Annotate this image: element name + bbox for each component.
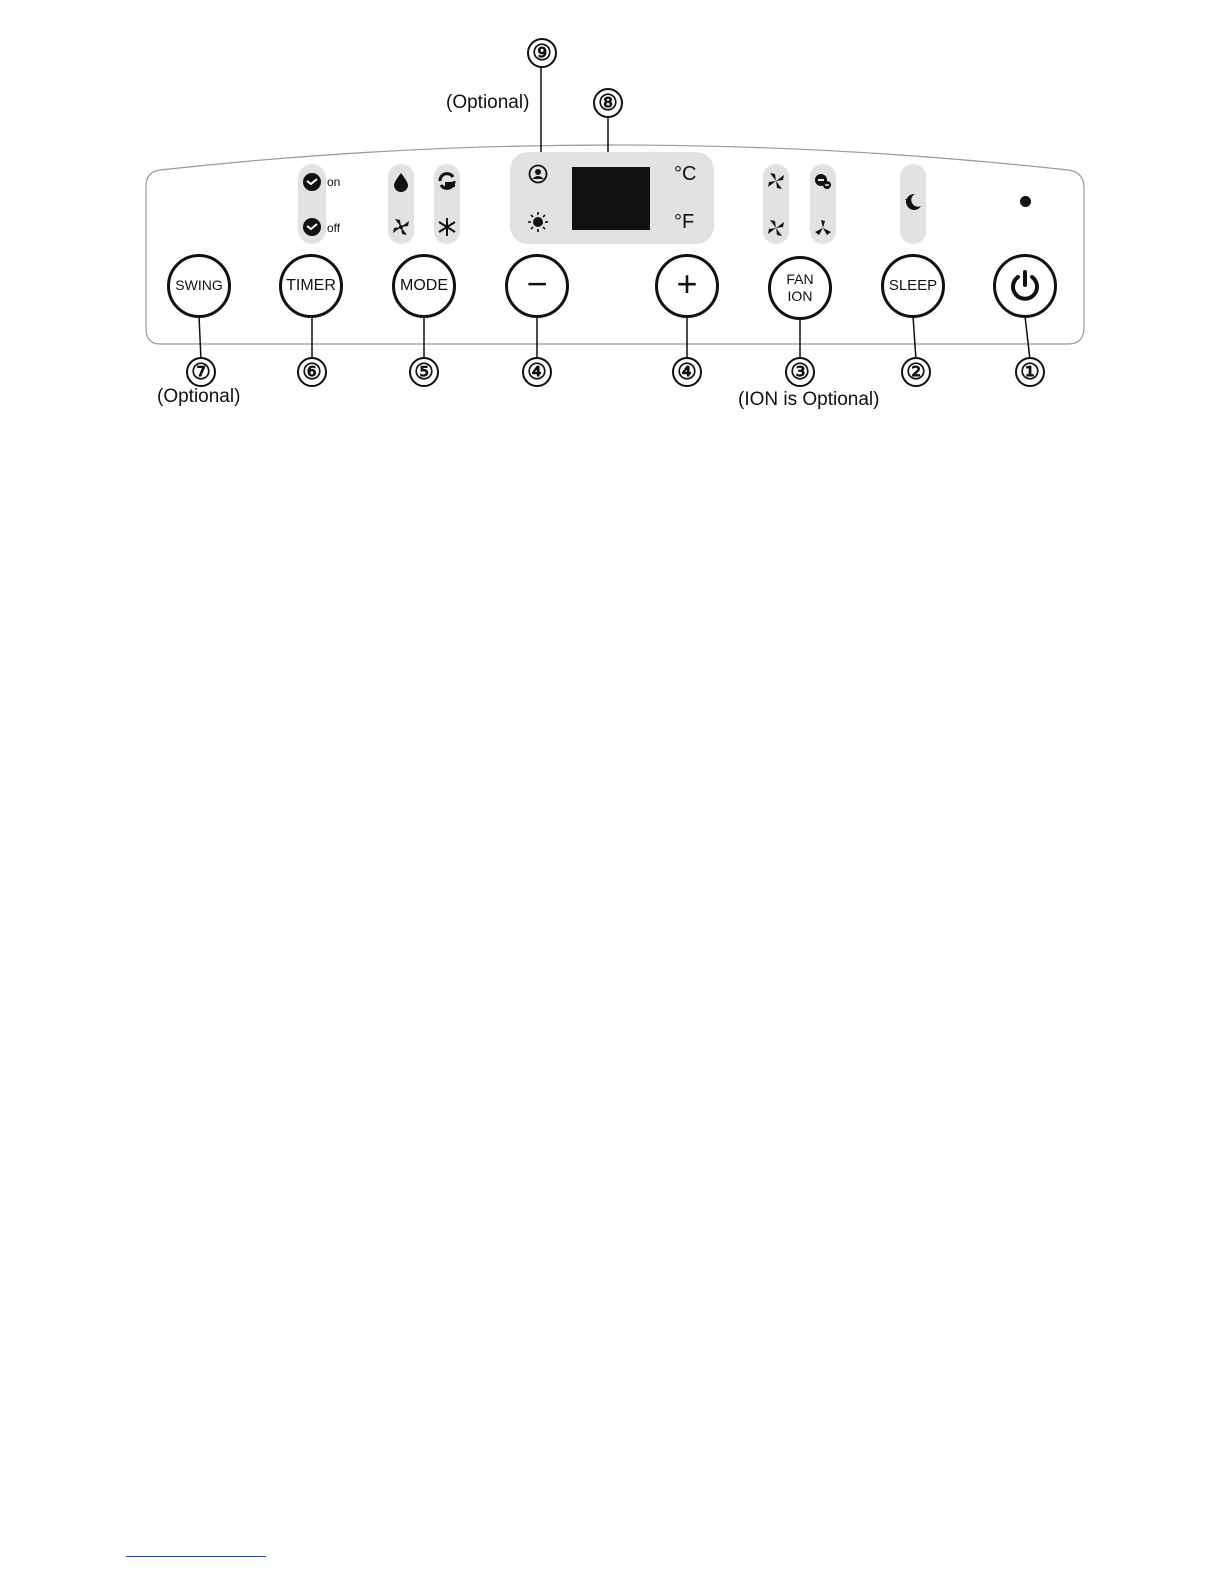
sleep-button[interactable]: SLEEP bbox=[881, 254, 945, 318]
clock-icon bbox=[302, 217, 322, 237]
ion-button-label: ION bbox=[788, 289, 813, 304]
callout-1: ① bbox=[1015, 357, 1045, 387]
timer-on-label: on bbox=[327, 175, 340, 189]
swing-button-label: SWING bbox=[175, 278, 222, 293]
callout-4-plus: ④ bbox=[672, 357, 702, 387]
callout-8: ⑧ bbox=[593, 88, 623, 118]
power-led bbox=[1020, 196, 1031, 207]
sun-icon bbox=[528, 212, 548, 232]
optional-label-swing: (Optional) bbox=[157, 386, 240, 408]
callout-6: ⑥ bbox=[297, 357, 327, 387]
callout-5: ⑤ bbox=[409, 357, 439, 387]
power-icon bbox=[1007, 268, 1043, 304]
callout-7: ⑦ bbox=[186, 357, 216, 387]
callout-9: ⑨ bbox=[527, 38, 557, 68]
ion-optional-label: (ION is Optional) bbox=[738, 389, 879, 411]
snowflake-icon bbox=[437, 217, 457, 237]
timer-button[interactable]: TIMER bbox=[279, 254, 343, 318]
fan-low-icon bbox=[813, 218, 833, 238]
minus-button[interactable]: − bbox=[505, 254, 569, 318]
fan-icon bbox=[766, 218, 786, 238]
mode-button[interactable]: MODE bbox=[392, 254, 456, 318]
ion-icon bbox=[813, 171, 833, 191]
fan-ion-button[interactable]: FAN ION bbox=[768, 256, 832, 320]
drop-icon bbox=[393, 172, 409, 192]
callout-4-minus: ④ bbox=[522, 357, 552, 387]
timer-button-label: TIMER bbox=[286, 277, 336, 295]
footer-rule bbox=[126, 1556, 266, 1557]
person-sensor-icon bbox=[528, 164, 548, 184]
fan-button-label: FAN bbox=[786, 272, 813, 287]
plus-button-label: + bbox=[676, 266, 697, 302]
timer-off-label: off bbox=[327, 221, 340, 235]
moon-icon bbox=[903, 192, 923, 212]
power-button[interactable] bbox=[993, 254, 1057, 318]
celsius-label: °C bbox=[674, 163, 696, 186]
fan-icon bbox=[766, 171, 786, 191]
callout-3: ③ bbox=[785, 357, 815, 387]
callout-2: ② bbox=[901, 357, 931, 387]
fan-icon bbox=[391, 217, 411, 237]
minus-button-label: − bbox=[526, 266, 547, 302]
swing-button[interactable]: SWING bbox=[167, 254, 231, 318]
sleep-button-label: SLEEP bbox=[889, 278, 937, 295]
clock-icon bbox=[302, 172, 322, 192]
optional-label-top: (Optional) bbox=[446, 92, 529, 114]
mode-button-label: MODE bbox=[400, 277, 448, 295]
control-panel-diagram: ⑨ (Optional) ⑧ on off °C °F bbox=[0, 0, 1224, 440]
led-display bbox=[572, 167, 650, 230]
auto-icon bbox=[437, 171, 457, 191]
fahrenheit-label: °F bbox=[674, 211, 694, 234]
plus-button[interactable]: + bbox=[655, 254, 719, 318]
